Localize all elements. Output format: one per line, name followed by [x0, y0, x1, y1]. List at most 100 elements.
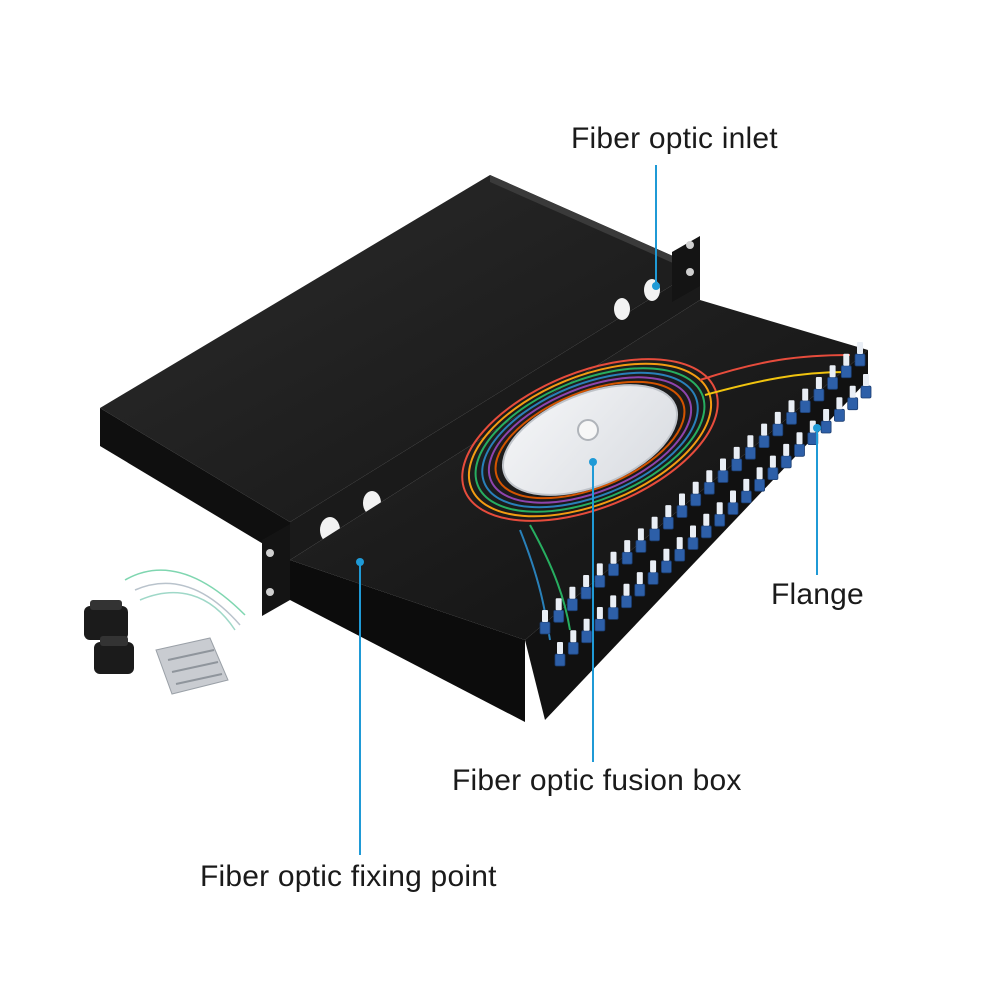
connector-boot: [679, 493, 685, 506]
connector-boot: [557, 642, 563, 654]
connector-boot: [703, 513, 710, 526]
connector-boot: [555, 598, 562, 611]
adapter-port: [731, 458, 743, 472]
label-fiber-optic-fusion-box: Fiber optic fusion box: [452, 764, 742, 797]
adapter-port: [854, 353, 866, 367]
adapter-port: [754, 478, 765, 492]
connector-boot: [596, 563, 603, 576]
adapter-port: [740, 490, 752, 504]
connector-boot: [730, 490, 736, 503]
connector-boot: [843, 353, 850, 366]
leader-line-fixing-point: [356, 558, 364, 855]
adapter-port: [621, 595, 632, 609]
connector-boot: [849, 385, 856, 398]
connector-boot: [829, 365, 836, 378]
adapter-port: [794, 443, 805, 457]
adapter-port: [607, 607, 619, 620]
adapter-port: [687, 537, 699, 550]
connector-boot: [623, 583, 630, 596]
connector-boot: [783, 443, 790, 456]
adapter-port: [745, 446, 756, 460]
leader-line-flange: [813, 424, 821, 575]
connector-boot: [583, 575, 590, 587]
adapter-port: [717, 470, 729, 483]
adapter-port: [767, 467, 779, 481]
adapter-port: [553, 609, 565, 623]
adapter-port: [662, 516, 674, 530]
connector-boot: [815, 377, 822, 389]
adapter-port: [594, 618, 606, 632]
adapter-port: [780, 455, 792, 469]
adapter-port: [834, 408, 845, 422]
connector-boot: [761, 423, 768, 436]
adapter-port: [860, 385, 872, 399]
adapter-port: [647, 572, 659, 585]
adapter-port: [674, 548, 686, 562]
adapter-port: [567, 598, 578, 612]
adapter-port: [813, 388, 825, 402]
adapter-port: [700, 525, 712, 539]
connector-boot: [650, 560, 657, 573]
adapter-port: [581, 630, 592, 644]
connector-boot: [716, 502, 723, 515]
label-fiber-optic-fixing-point: Fiber optic fixing point: [200, 860, 497, 893]
fusion-splice-box: [501, 384, 679, 496]
connector-boot: [863, 374, 869, 386]
leader-line-inlet: [652, 165, 660, 290]
connector-boot: [796, 432, 803, 445]
adapter-port: [567, 641, 579, 655]
adapter-port: [827, 376, 838, 390]
label-fiber-optic-inlet: Fiber optic inlet: [571, 122, 778, 155]
connector-boot: [665, 505, 672, 518]
adapter-port: [772, 423, 784, 437]
adapter-port: [539, 621, 551, 635]
adapter-flanges: [539, 342, 872, 667]
adapter-port: [840, 365, 852, 379]
leader-line-fusion-box: [589, 458, 597, 762]
adapter-port: [608, 563, 619, 577]
connector-boot: [802, 388, 809, 401]
adapter-port: [758, 435, 770, 449]
connector-boot: [542, 610, 548, 622]
connector-boot: [706, 470, 713, 483]
connector-boot: [756, 467, 763, 480]
connector-boot: [769, 455, 776, 468]
adapter-port: [580, 586, 592, 600]
rack-ear-right: [672, 236, 700, 302]
rack-ear-left: [262, 524, 290, 616]
connector-boot: [823, 409, 830, 421]
adapter-port: [635, 540, 647, 553]
adapter-port: [703, 481, 715, 495]
connector-boot: [774, 411, 781, 424]
adapter-port: [799, 400, 811, 414]
adapter-port: [649, 528, 660, 542]
connector-boot: [690, 525, 696, 538]
adapter-port: [786, 411, 797, 425]
connector-boot: [857, 342, 863, 354]
adapter-port: [690, 493, 702, 507]
connector-boot: [747, 435, 754, 448]
connector-boot: [596, 607, 603, 619]
adapter-port: [820, 420, 832, 434]
connector-boot: [788, 400, 795, 413]
connector-boot: [570, 630, 577, 643]
connector-boot: [624, 540, 631, 553]
adapter-port: [661, 560, 672, 574]
adapter-port: [594, 575, 606, 588]
connector-boot: [836, 397, 843, 410]
adapter-port: [634, 583, 646, 597]
adapter-port: [621, 551, 633, 565]
connector-boot: [569, 586, 576, 599]
connector-boot: [610, 551, 617, 564]
connector-boot: [743, 478, 750, 491]
adapter-port: [554, 653, 566, 667]
adapter-port: [727, 502, 739, 515]
cable-gland-icon: [84, 600, 134, 674]
connector-boot: [720, 458, 726, 471]
chassis-lid: [100, 175, 700, 560]
adapter-port: [676, 505, 688, 518]
connector-boot: [637, 528, 644, 541]
connector-boot: [651, 516, 658, 529]
cable-ties-icon: [124, 569, 246, 631]
connector-boot: [733, 446, 740, 459]
